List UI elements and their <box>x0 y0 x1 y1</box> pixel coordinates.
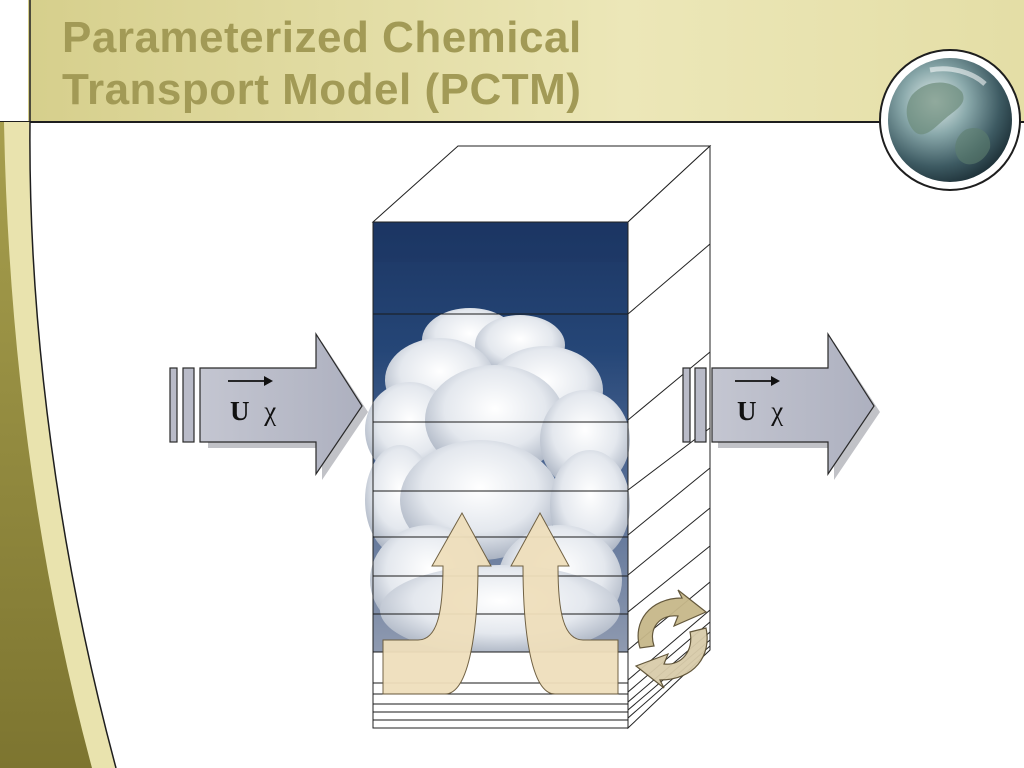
outflow-arrow: U χ <box>682 331 880 480</box>
slide-title-line-2: Transport Model (PCTM) <box>62 65 582 114</box>
left-dark-band <box>0 122 92 768</box>
outflow-species-symbol: χ <box>770 396 783 426</box>
inflow-bar-1 <box>169 367 178 443</box>
outflow-bar-2 <box>694 367 707 443</box>
outflow-arrow-body <box>711 331 875 476</box>
header-left-strip <box>0 0 28 122</box>
inflow-arrow: U χ <box>169 331 368 480</box>
inflow-bar-2 <box>182 367 195 443</box>
circulation-arrow <box>634 589 708 689</box>
inflow-vector-head <box>264 376 273 386</box>
outflow-vector-head <box>771 376 780 386</box>
header-band <box>28 0 1024 122</box>
inflow-label: U χ <box>230 396 276 426</box>
outflow-label: U χ <box>737 396 783 426</box>
globe-icon <box>879 49 1021 191</box>
column-side-layers <box>627 243 711 719</box>
updraft-arrow-right <box>510 511 619 695</box>
column-front-outline <box>372 221 629 729</box>
slide-title-line-1: Parameterized Chemical <box>62 13 582 62</box>
inflow-species-symbol: χ <box>263 396 276 426</box>
updraft-arrow-left <box>382 511 492 695</box>
outflow-vector-symbol: U <box>737 396 757 426</box>
column-front-layers <box>373 313 628 721</box>
slide-title: Parameterized Chemical Transport Model (… <box>62 12 582 116</box>
cloud-photo <box>365 222 630 655</box>
model-column <box>365 144 712 730</box>
inflow-vector-symbol: U <box>230 396 250 426</box>
left-band-edge <box>29 121 117 768</box>
outflow-bar-1 <box>682 367 691 443</box>
inflow-arrow-body <box>199 331 363 476</box>
